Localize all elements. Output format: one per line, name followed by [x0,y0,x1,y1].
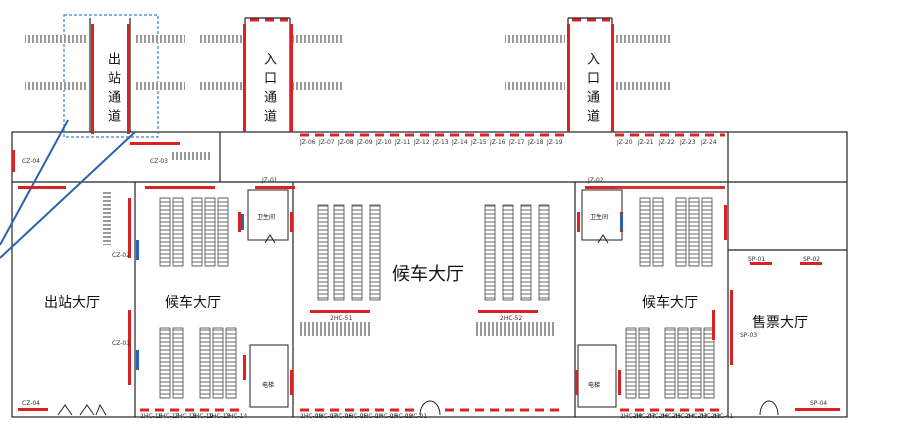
code-label: JZ-12 [414,139,430,146]
code-label: 2HC-16 [140,413,163,420]
code-sp02: SP-02 [803,256,821,263]
entry-passage-2-label: 入口通道 [584,52,599,128]
seat-blocks [159,197,715,399]
waiting-hall-center-label: 候车大厅 [392,264,464,285]
code-sp04: SP-04 [810,400,828,407]
service-rooms [247,189,623,408]
code-label: JZ-08 [338,139,354,146]
code-label: JZ-17 [509,139,525,146]
exit-passage-label: 出站通道 [105,52,120,128]
code-label: JZ-07 [319,139,335,146]
code-label: 2HC-47 [633,413,656,420]
code-label: 2HC-45 [659,413,682,420]
code-label: 2HC-19 [191,413,214,420]
code-label: 2HC-43 [685,413,708,420]
pointer-lines [0,119,136,259]
red-markers [12,24,840,411]
exit-hall-label: 出站大厅 [44,295,100,311]
code-label: JZ-15 [471,139,487,146]
code-2hc-52: 2HC-52 [500,315,523,322]
code-label: 2HC-14 [225,413,248,420]
code-sp01: SP-01 [748,256,766,263]
code-label: JZ-22 [659,139,675,146]
code-label: JZ-19 [547,139,563,146]
code-cz02: CZ-02 [112,252,130,259]
code-label: 2HC-04 [360,413,383,420]
code-label: 2HC-05 [345,413,368,420]
waiting-hall-left-label: 候车大厅 [165,295,221,311]
code-label: 2HC-02 [390,413,413,420]
code-cz-bottom: CZ-04 [22,400,40,407]
code-label: JZ-06 [300,139,316,146]
code-label: 2HC-03 [375,413,398,420]
code-label: JZ-23 [680,139,696,146]
code-label: 2HC-48 [620,413,643,420]
waiting-hall-right-label: 候车大厅 [642,295,698,311]
code-label: 2HC-46 [646,413,669,420]
code-label: JZ-16 [490,139,506,146]
code-label: 2HC-42 [698,413,721,420]
code-label: JZ-18 [528,139,544,146]
code-label: 2HC-08 [300,413,323,420]
toilet-right-label: 卫生间 [590,214,609,221]
code-label: JZ-24 [701,139,717,146]
code-jz01: JZ-01 [262,177,278,184]
exit-passage-selection [63,14,159,138]
code-label: 2HC-18 [174,413,197,420]
code-label: JZ-14 [452,139,468,146]
code-label: 2HC-01 [405,413,428,420]
code-label: 2HC-07 [315,413,338,420]
code-label: JZ-21 [638,139,654,146]
code-cz03: CZ-03 [150,158,168,165]
doors [57,234,779,416]
code-label: JZ-09 [357,139,373,146]
code-cz01: CZ-01 [112,340,130,347]
code-jz02: JZ-02 [588,177,604,184]
rail-tracks [25,35,670,336]
toilet-left-label: 卫生间 [257,214,276,221]
code-label: 2HC-44 [672,413,695,420]
blue-markers [136,214,623,370]
code-label: 2HC-17 [157,413,180,420]
code-label: 2HC-06 [330,413,353,420]
elevator-left-label: 电梯 [262,382,275,389]
code-label: 2HC-13 [208,413,231,420]
code-label: JZ-13 [433,139,449,146]
ticket-hall-label: 售票大厅 [752,315,808,331]
code-2hc-51: 2HC-51 [330,315,353,322]
code-label: JZ-11 [395,139,411,146]
elevator-right-label: 电梯 [588,382,601,389]
code-label: 2HC-41 [711,413,734,420]
code-label: JZ-20 [617,139,633,146]
dashed-red-rows [140,18,725,412]
code-cz04: CZ-04 [22,158,40,165]
entry-passage-1-label: 入口通道 [261,52,276,128]
code-label: JZ-10 [376,139,392,146]
code-sp03: SP-03 [740,332,758,339]
